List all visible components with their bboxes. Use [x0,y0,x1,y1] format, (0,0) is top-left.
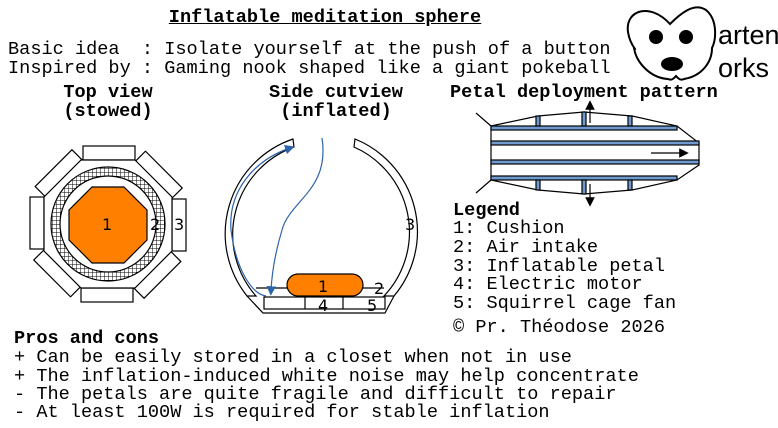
airflow-in [266,137,324,296]
pros-cons-title: Pros and cons [14,328,160,349]
intro-basic-idea: Basic idea : Isolate yourself at the pus… [8,39,611,60]
side-label-5: 5 [367,296,378,315]
legend-item: 4: Electric motor [453,274,643,295]
fan-base [263,296,386,310]
side-view-subtitle: (inflated) [280,101,392,122]
cushion-octagon [68,186,148,264]
top-label-3: 3 [174,215,185,234]
logo-text-1: arten [718,20,778,50]
side-label-3: 3 [405,215,416,234]
side-label-2: 2 [374,279,385,298]
legend-item: 3: Inflatable petal [453,256,666,277]
legend-title: Legend [453,200,520,221]
petal-pattern-title: Petal deployment pattern [450,82,718,103]
pros-cons-item: + The inflation-induced white noise may … [14,366,639,387]
side-label-4: 4 [318,296,329,315]
side-view-drawing [224,137,418,314]
top-label-1: 1 [102,215,113,234]
top-label-2: 2 [150,215,161,234]
pros-cons-item: - The petals are quite fragile and diffi… [14,384,617,405]
legend-item: 2: Air intake [453,237,599,258]
legend-item: 5: Squirrel cage fan [453,293,677,314]
logo-dog-face [626,6,717,81]
petal-deployment-drawing [475,100,700,207]
petal-shell [224,138,295,297]
page-title: Inflatable meditation sphere [168,7,482,28]
legend-item: 1: Cushion [453,218,565,239]
copyright: © Pr. Théodose 2026 [453,317,666,338]
logo-text-2: orks [718,53,770,83]
intro-inspired-by: Inspired by : Gaming nook shaped like a … [8,58,611,79]
side-label-1: 1 [318,277,329,296]
pros-cons-item: - At least 100W is required for stable i… [14,402,550,423]
airflow-out [230,145,295,297]
top-view-subtitle: (stowed) [63,101,153,122]
pros-cons-item: + Can be easily stored in a closet when … [14,347,572,368]
cushion [286,273,364,297]
top-view-title: Top view [63,82,153,103]
top-view-drawing [29,145,187,303]
side-view-title: Side cutview [269,82,403,103]
